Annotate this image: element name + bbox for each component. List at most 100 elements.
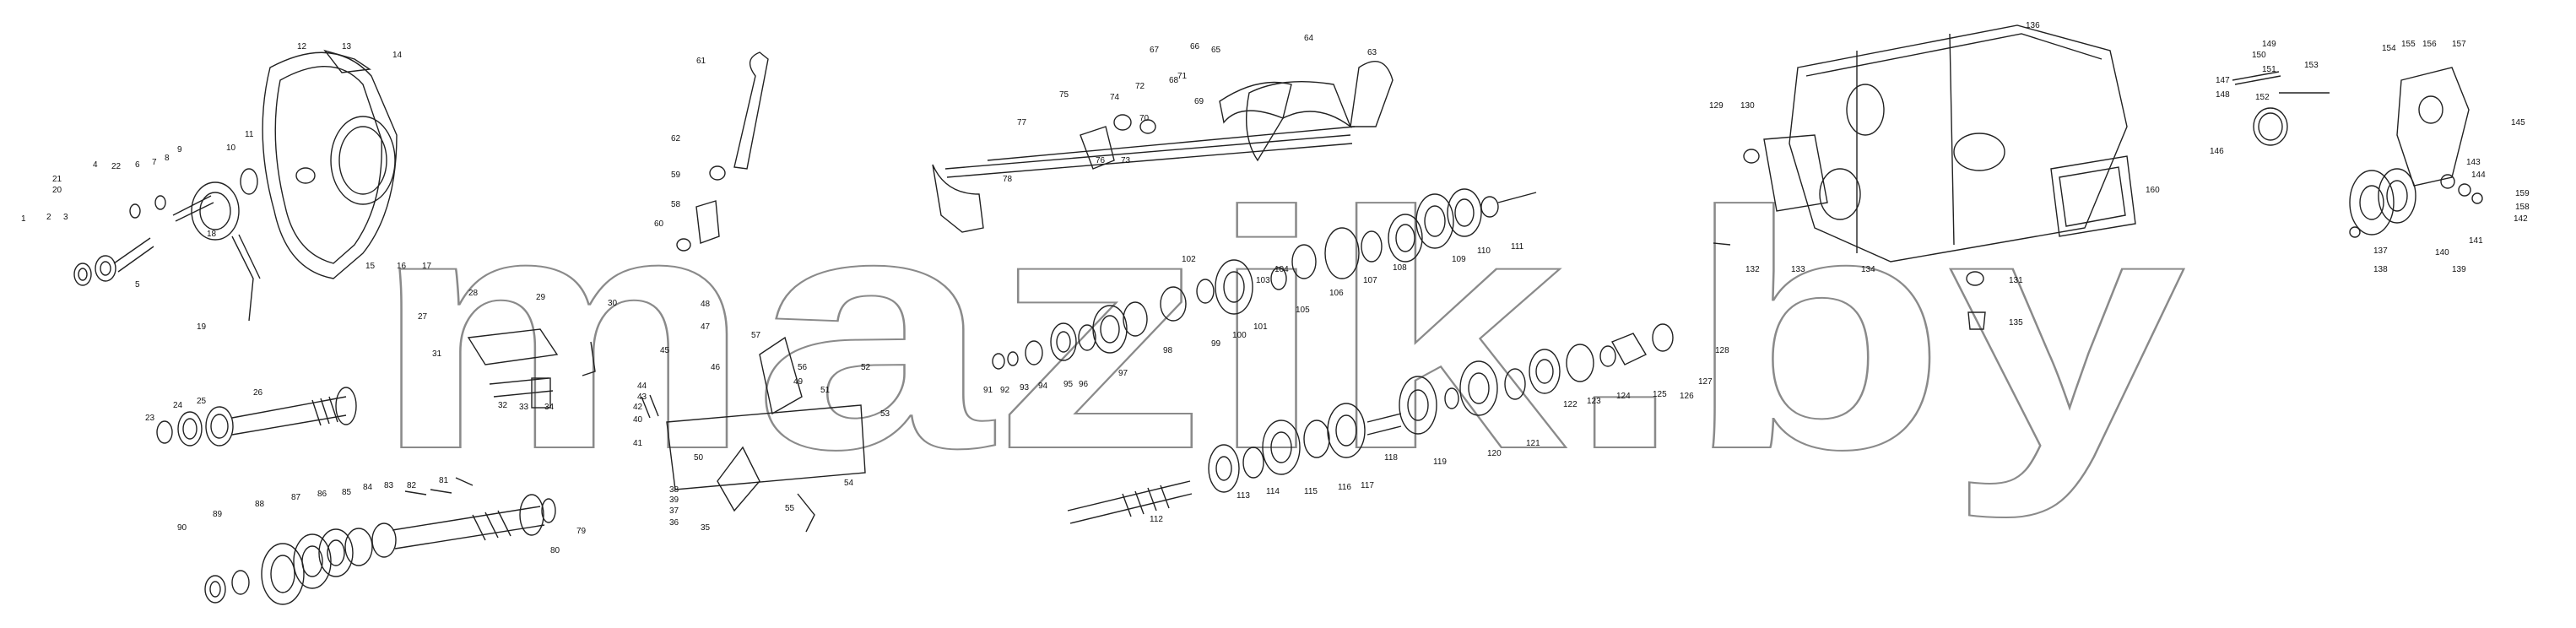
gear-train-group bbox=[992, 188, 1537, 370]
callout-label: 120 bbox=[1487, 449, 1502, 458]
callout-label: 29 bbox=[536, 293, 546, 302]
callout-label: 27 bbox=[418, 312, 428, 322]
callout-label: 99 bbox=[1211, 339, 1221, 349]
callout-label: 20 bbox=[52, 186, 62, 195]
callout-label: 18 bbox=[207, 230, 217, 239]
callout-label: 136 bbox=[2026, 21, 2040, 30]
callout-label: 143 bbox=[2466, 158, 2481, 167]
callout-label: 103 bbox=[1256, 276, 1270, 285]
callout-label: 34 bbox=[544, 403, 555, 412]
callout-label: 7 bbox=[152, 158, 157, 167]
callout-label: 150 bbox=[2252, 51, 2266, 60]
callout-label: 146 bbox=[2210, 147, 2224, 156]
callout-label: 36 bbox=[669, 518, 679, 528]
callout-label: 122 bbox=[1563, 400, 1578, 409]
callout-label: 50 bbox=[694, 453, 704, 463]
callout-label: 12 bbox=[297, 42, 307, 51]
callout-label: 129 bbox=[1709, 101, 1724, 111]
shift-cover-group bbox=[467, 51, 866, 533]
callout-label: 30 bbox=[608, 299, 618, 308]
callout-label: 84 bbox=[363, 483, 373, 492]
callout-label: 58 bbox=[671, 200, 681, 209]
callout-label: 22 bbox=[111, 162, 122, 171]
callout-label: 4 bbox=[93, 160, 98, 170]
output-shaft-group bbox=[204, 477, 556, 605]
callout-label: 69 bbox=[1194, 97, 1204, 106]
callout-label: 76 bbox=[1096, 156, 1106, 165]
watermark-text: mazik.by bbox=[371, 142, 2189, 522]
callout-label: 83 bbox=[384, 481, 394, 490]
callout-label: 26 bbox=[253, 388, 263, 398]
callout-label: 82 bbox=[407, 481, 417, 490]
callout-label: 9 bbox=[177, 145, 182, 154]
callout-label: 93 bbox=[1020, 383, 1030, 392]
callout-label: 88 bbox=[255, 500, 265, 509]
callout-label: 127 bbox=[1698, 377, 1713, 387]
callout-label: 90 bbox=[177, 523, 187, 533]
callout-label: 112 bbox=[1150, 515, 1163, 524]
callout-label: 46 bbox=[711, 363, 721, 372]
callout-label: 10 bbox=[226, 143, 236, 153]
callout-label: 137 bbox=[2373, 246, 2388, 256]
callout-label: 153 bbox=[2304, 61, 2319, 70]
callout-label: 53 bbox=[880, 409, 890, 419]
callout-label: 70 bbox=[1139, 114, 1150, 123]
callout-label: 89 bbox=[213, 510, 223, 519]
callout-label: 24 bbox=[173, 401, 183, 410]
callout-label: 55 bbox=[785, 504, 795, 513]
callout-label: 60 bbox=[654, 219, 664, 229]
callout-label: 1 bbox=[21, 214, 26, 224]
callout-label: 31 bbox=[432, 349, 442, 359]
callout-label: 119 bbox=[1433, 457, 1447, 467]
watermark: mazik.by bbox=[371, 141, 2189, 522]
callout-label: 15 bbox=[365, 262, 376, 271]
callout-label: 117 bbox=[1361, 481, 1374, 490]
callout-label: 147 bbox=[2216, 76, 2230, 85]
callout-label: 52 bbox=[861, 363, 871, 372]
callout-label: 25 bbox=[197, 397, 207, 406]
callout-label: 81 bbox=[439, 476, 449, 485]
callout-label: 157 bbox=[2452, 40, 2466, 49]
bell-housing-group bbox=[73, 49, 398, 322]
callout-label: 65 bbox=[1211, 46, 1221, 55]
callout-label: 154 bbox=[2382, 44, 2396, 53]
callout-label: 114 bbox=[1266, 487, 1280, 496]
gearbox-casing-group bbox=[1713, 24, 2136, 330]
callout-label: 40 bbox=[633, 415, 643, 425]
callout-label: 59 bbox=[671, 171, 681, 180]
callout-label: 100 bbox=[1232, 331, 1247, 340]
callout-label: 77 bbox=[1017, 118, 1027, 127]
callout-label: 42 bbox=[633, 403, 643, 412]
callout-label: 2 bbox=[46, 213, 51, 222]
callout-label: 39 bbox=[669, 495, 679, 505]
callout-label: 111 bbox=[1511, 242, 1524, 252]
callout-label: 61 bbox=[696, 57, 706, 66]
callout-label: 54 bbox=[844, 479, 854, 488]
callout-label: 158 bbox=[2515, 203, 2530, 212]
callout-label: 105 bbox=[1296, 306, 1310, 315]
callout-label: 151 bbox=[2262, 65, 2276, 74]
callout-label: 43 bbox=[637, 392, 647, 402]
callout-label: 19 bbox=[197, 322, 207, 332]
callout-label: 96 bbox=[1079, 380, 1089, 389]
callout-label: 48 bbox=[701, 300, 711, 309]
callout-label: 44 bbox=[637, 382, 647, 391]
callout-label: 71 bbox=[1177, 72, 1188, 81]
callout-label: 74 bbox=[1110, 93, 1120, 102]
callout-label: 113 bbox=[1237, 491, 1250, 501]
callout-label: 144 bbox=[2471, 171, 2486, 180]
callout-label: 51 bbox=[820, 386, 831, 395]
callout-label: 72 bbox=[1135, 82, 1145, 91]
callout-label: 139 bbox=[2452, 265, 2466, 274]
end-cover-group bbox=[2232, 67, 2483, 238]
callout-label: 23 bbox=[145, 414, 155, 423]
callout-label: 78 bbox=[1003, 175, 1013, 184]
callout-label: 67 bbox=[1150, 46, 1160, 55]
callout-label: 64 bbox=[1304, 34, 1314, 43]
callout-label: 41 bbox=[633, 439, 643, 448]
shift-forks-group bbox=[932, 61, 1394, 233]
callout-label: 97 bbox=[1118, 369, 1128, 378]
callout-label: 109 bbox=[1452, 255, 1466, 264]
callout-label: 3 bbox=[63, 213, 68, 222]
